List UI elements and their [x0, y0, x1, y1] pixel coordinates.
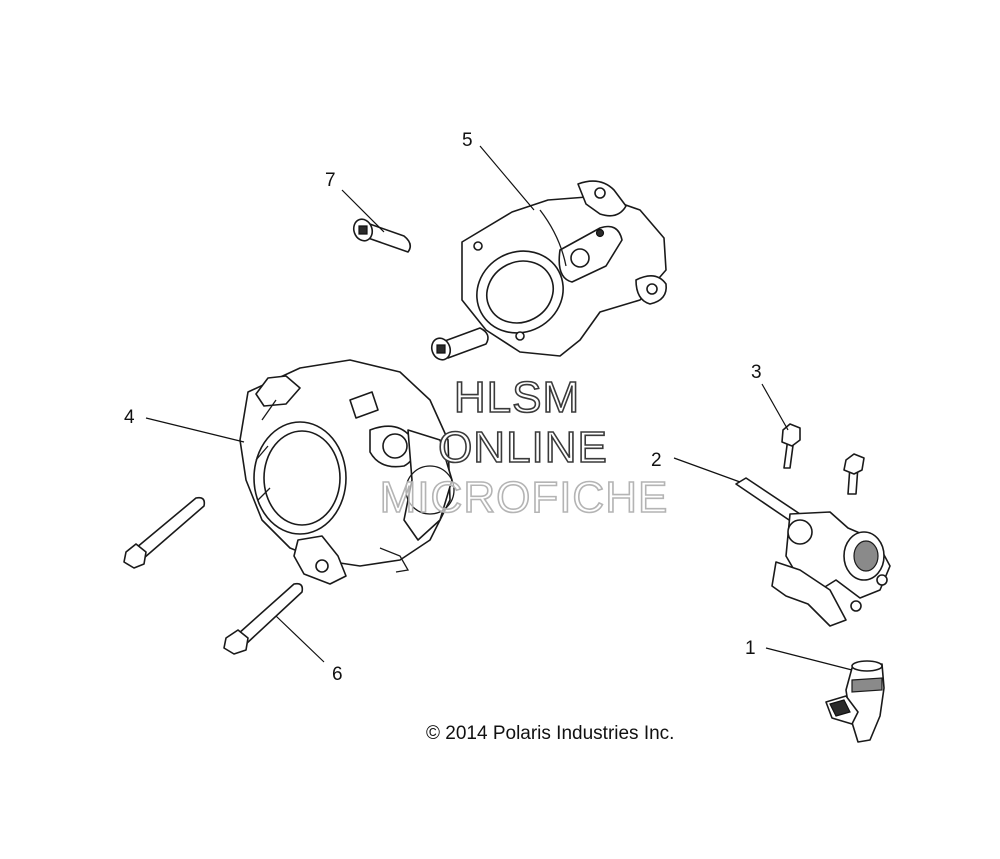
leader-2: [673, 457, 741, 483]
part-7-bolt-lower: [430, 327, 489, 361]
part-1-fuel-injector: [825, 660, 885, 743]
part-6-bolt-upper: [123, 496, 206, 569]
part-3-bolt-left: [781, 423, 801, 469]
part-6-bolt-lower: [223, 582, 304, 655]
part-3-bolt-right: [843, 453, 865, 495]
part-4-throttle-body: [239, 359, 455, 585]
callout-5: 5: [462, 130, 473, 151]
callout-6: 6: [332, 664, 343, 685]
part-5-intake-adapter: [461, 180, 667, 357]
watermark-line-2: ONLINE: [438, 423, 608, 472]
watermark: HLSM ONLINE MICROFICHE: [379, 372, 669, 523]
callout-2: 2: [651, 450, 662, 471]
watermark-line-1: HLSM: [454, 373, 580, 422]
leader-7: [341, 189, 385, 233]
copyright-notice: © 2014 Polaris Industries Inc.: [426, 723, 674, 744]
leader-6: [275, 615, 325, 663]
part-7-bolt-upper: [352, 218, 412, 253]
callout-7: 7: [325, 170, 336, 191]
callout-3: 3: [751, 362, 762, 383]
leader-1: [765, 647, 853, 671]
leader-5: [479, 145, 535, 211]
watermark-line-3: MICROFICHE: [380, 473, 669, 522]
callout-1: 1: [745, 638, 756, 659]
callout-4: 4: [124, 407, 135, 428]
part-2-fuel-rail: [735, 477, 891, 627]
leader-4: [145, 417, 245, 443]
leader-3: [761, 383, 789, 431]
